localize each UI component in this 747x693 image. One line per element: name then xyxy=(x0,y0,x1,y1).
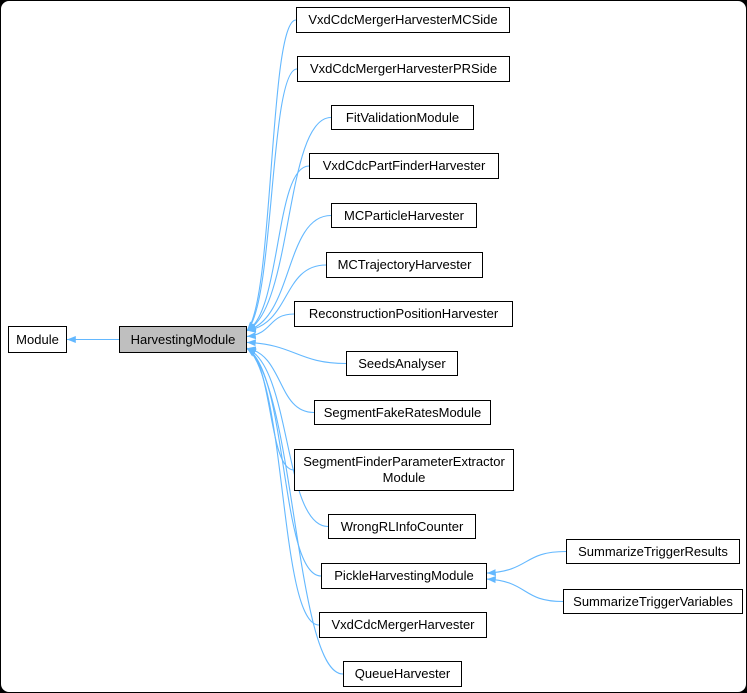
class-node-mc-particle-harvester[interactable]: MCParticleHarvester xyxy=(331,203,477,228)
inheritance-edge-wrong-rl-info-counter--harvesting-module xyxy=(246,347,329,528)
inheritance-edge-vxd-cdc-merger-harvester--harvesting-module xyxy=(246,348,320,626)
class-node-reconstruction-position-harvester[interactable]: ReconstructionPositionHarvester xyxy=(294,301,513,327)
class-node-vxd-cdc-merger-harvester[interactable]: VxdCdcMergerHarvester xyxy=(319,612,487,638)
class-node-label: MCTrajectoryHarvester xyxy=(337,257,472,273)
class-node-segment-finder-parameter-extractor-module[interactable]: SegmentFinderParameterExtractor Module xyxy=(294,449,514,491)
inheritance-edge-queue-harvester--harvesting-module xyxy=(246,348,344,675)
inheritance-edge-reconstruction-position-harvester--harvesting-module xyxy=(246,313,295,340)
class-node-segment-fake-rates-module[interactable]: SegmentFakeRatesModule xyxy=(314,400,491,425)
class-node-label: Module xyxy=(16,331,59,347)
class-node-label: MCParticleHarvester xyxy=(344,207,464,223)
class-node-label: SegmentFakeRatesModule xyxy=(323,404,482,420)
class-node-label: FitValidationModule xyxy=(345,109,460,125)
class-node-label: PickleHarvestingModule xyxy=(334,568,474,584)
inheritance-edge-vxd-cdc-merger-harvester-pr-side--harvesting-module xyxy=(246,68,298,331)
inheritance-edge-summarize-trigger-results--pickle-harvesting-module xyxy=(486,550,567,577)
class-node-vxd-cdc-part-finder-harvester[interactable]: VxdCdcPartFinderHarvester xyxy=(309,153,499,179)
inheritance-edge-summarize-trigger-variables--pickle-harvesting-module xyxy=(486,576,564,603)
class-node-harvesting-module: HarvestingModule xyxy=(119,326,247,353)
class-node-vxd-cdc-merger-harvester-mc-side[interactable]: VxdCdcMergerHarvesterMCSide xyxy=(296,7,510,33)
class-node-label: SummarizeTriggerResults xyxy=(578,543,728,559)
class-node-mc-trajectory-harvester[interactable]: MCTrajectoryHarvester xyxy=(326,252,483,278)
class-node-summarize-trigger-variables[interactable]: SummarizeTriggerVariables xyxy=(563,589,743,614)
class-node-label: QueueHarvester xyxy=(354,666,451,682)
class-node-label: VxdCdcMergerHarvesterPRSide xyxy=(309,61,498,77)
class-node-summarize-trigger-results[interactable]: SummarizeTriggerResults xyxy=(566,539,740,564)
class-node-seeds-analyser[interactable]: SeedsAnalyser xyxy=(346,351,458,376)
class-node-label: VxdCdcMergerHarvester xyxy=(331,617,475,633)
inheritance-edge-seeds-analyser--harvesting-module xyxy=(246,339,347,365)
inheritance-edge-mc-particle-harvester--harvesting-module xyxy=(246,214,332,332)
inheritance-edge-fit-validation-module--harvesting-module xyxy=(246,116,332,331)
inheritance-edge-vxd-cdc-merger-harvester-mc-side--harvesting-module xyxy=(246,19,297,331)
class-node-label: WrongRLInfoCounter xyxy=(340,518,464,534)
class-node-label: SegmentFinderParameterExtractor Module xyxy=(303,454,505,485)
class-node-queue-harvester[interactable]: QueueHarvester xyxy=(343,661,462,687)
class-node-wrong-rl-info-counter[interactable]: WrongRLInfoCounter xyxy=(328,514,476,539)
inheritance-edge-segment-fake-rates-module--harvesting-module xyxy=(246,346,315,414)
class-node-pickle-harvesting-module[interactable]: PickleHarvestingModule xyxy=(321,563,487,589)
class-node-fit-validation-module[interactable]: FitValidationModule xyxy=(331,105,474,130)
class-node-label: VxdCdcPartFinderHarvester xyxy=(322,158,486,174)
class-node-label: SummarizeTriggerVariables xyxy=(573,593,733,609)
class-node-vxd-cdc-merger-harvester-pr-side[interactable]: VxdCdcMergerHarvesterPRSide xyxy=(297,56,510,82)
class-node-label: HarvestingModule xyxy=(130,331,236,347)
class-node-module[interactable]: Module xyxy=(8,326,67,353)
inheritance-edge-mc-trajectory-harvester--harvesting-module xyxy=(246,264,327,333)
class-node-label: SeedsAnalyser xyxy=(358,355,446,371)
class-node-label: VxdCdcMergerHarvesterMCSide xyxy=(308,12,498,28)
inheritance-edge-vxd-cdc-part-finder-harvester--harvesting-module xyxy=(246,165,310,331)
class-node-label: ReconstructionPositionHarvester xyxy=(308,306,499,322)
